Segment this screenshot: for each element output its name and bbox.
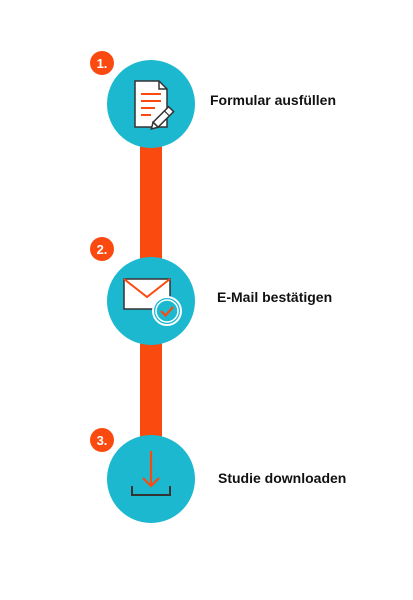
step-1-circle [107, 60, 195, 148]
envelope-check-icon [123, 278, 182, 326]
timeline-connector-2 [140, 340, 162, 440]
step-3-badge: 3. [90, 428, 114, 452]
step-1-badge: 1. [90, 51, 114, 75]
step-2-label: E-Mail bestätigen [217, 289, 333, 305]
step-3-circle [107, 435, 195, 523]
download-tray-icon [131, 451, 171, 496]
step-2-badge: 2. [90, 237, 114, 261]
step-3-label: Studie downloaden [218, 470, 347, 486]
document-pencil-icon [134, 80, 175, 131]
timeline-connector-1 [140, 140, 162, 275]
step-1-label: Formular ausfüllen [210, 92, 337, 108]
step-2-circle [107, 257, 195, 345]
